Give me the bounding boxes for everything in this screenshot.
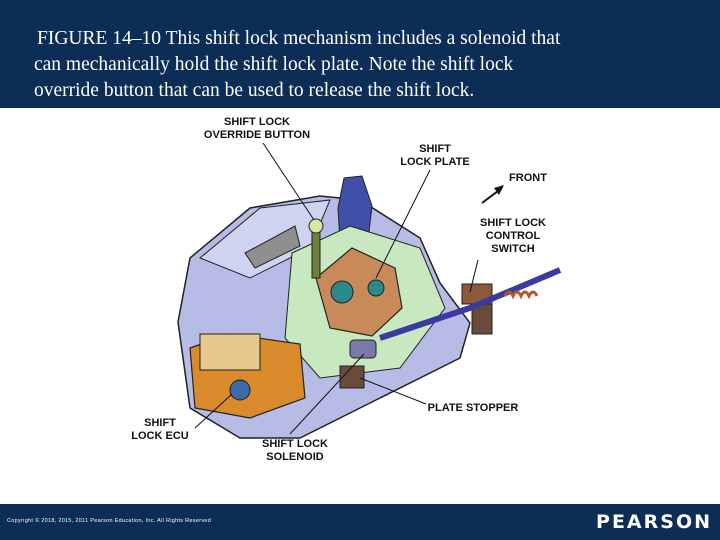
leader-control-switch xyxy=(469,259,479,293)
leader-override xyxy=(262,142,315,221)
label-control-switch: SHIFT LOCK CONTROL SWITCH xyxy=(480,217,546,255)
lock-plate-hole-2 xyxy=(367,279,385,297)
override-button-post xyxy=(311,227,321,279)
caption-banner: FIGURE 14–10 This shift lock mechanism i… xyxy=(0,0,720,108)
leader-plate-stopper xyxy=(359,377,427,405)
leader-lock-plate xyxy=(375,169,431,279)
cable-spring xyxy=(503,290,539,300)
lock-plate-hole xyxy=(330,280,354,304)
shift-lock-illustration: SHIFT LOCK OVERRIDE BUTTON SHIFT LOCK PL… xyxy=(0,108,720,504)
label-override-button: SHIFT LOCK OVERRIDE BUTTON xyxy=(203,116,311,141)
front-arrow-head xyxy=(494,185,504,195)
solenoid-body xyxy=(349,339,377,359)
housing-window xyxy=(244,225,301,269)
plate-stopper xyxy=(339,365,365,389)
label-solenoid: SHIFT LOCK SOLENOID xyxy=(262,438,328,463)
label-lock-ecu: SHIFT LOCK ECU xyxy=(131,417,189,442)
pearson-logo: PEARSON xyxy=(596,511,712,533)
ecu-module xyxy=(199,333,261,371)
leader-ecu xyxy=(194,393,233,429)
caption-line-1: FIGURE 14–10 This shift lock mechanism i… xyxy=(37,28,561,49)
shift-cable xyxy=(379,267,562,341)
leader-solenoid xyxy=(289,353,365,435)
figure-caption: FIGURE 14–10 This shift lock mechanism i… xyxy=(34,26,684,104)
label-front: FRONT xyxy=(509,172,547,184)
footer-bar: Copyright © 2018, 2015, 2011 Pearson Edu… xyxy=(0,504,720,540)
mechanism-drawing xyxy=(177,142,562,439)
label-lock-plate: SHIFT LOCK PLATE xyxy=(400,143,470,168)
caption-line-3: override button that can be used to rele… xyxy=(34,80,475,101)
label-plate-stopper: PLATE STOPPER xyxy=(427,402,519,414)
ecu-connector xyxy=(229,379,251,401)
caption-line-2: can mechanically hold the shift lock pla… xyxy=(34,54,514,75)
copyright-notice: Copyright © 2018, 2015, 2011 Pearson Edu… xyxy=(7,518,212,524)
override-button xyxy=(308,218,324,234)
